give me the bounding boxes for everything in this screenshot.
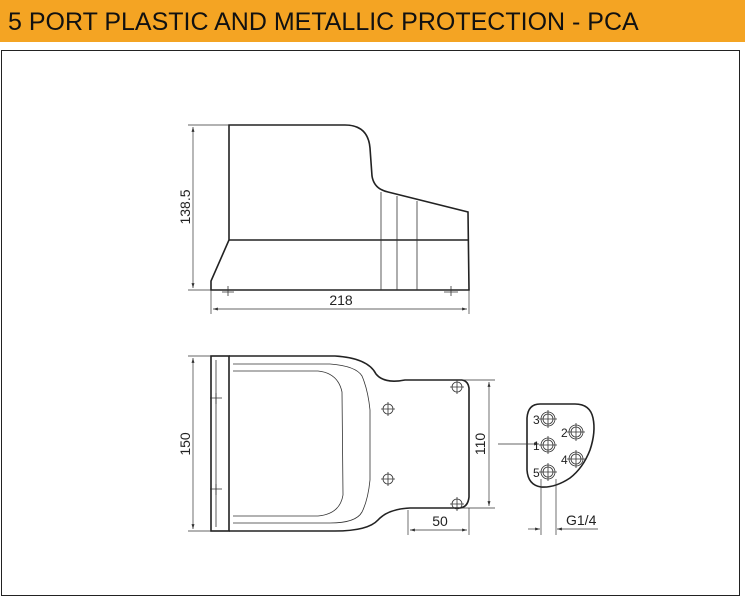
- top-view: 150 110 50: [177, 355, 495, 535]
- top-view-end-plate: [210, 355, 230, 532]
- dim-thread-label: G1/4: [566, 512, 597, 528]
- port-2-label: 2: [561, 426, 568, 440]
- side-view-outline: [210, 124, 470, 291]
- page-title: 5 PORT PLASTIC AND METALLIC PROTECTION -…: [8, 8, 639, 36]
- port-3-label: 3: [533, 413, 540, 427]
- port-2: 2: [561, 423, 585, 441]
- port-4-label: 4: [561, 453, 568, 467]
- port-4: 4: [561, 450, 585, 468]
- port-3: 3: [533, 410, 557, 428]
- dim-width-label: 150: [177, 432, 193, 456]
- mount-hole-top-right: [450, 380, 464, 394]
- side-view-foot-right: [444, 286, 458, 296]
- top-view-outline: [229, 355, 470, 532]
- mount-hole-bottom-right: [450, 497, 464, 511]
- port-1-label: 1: [533, 439, 540, 453]
- mount-hole-top-left: [381, 402, 395, 416]
- dim-offset-label: 50: [432, 513, 448, 529]
- port-detail: 3 2 1 4 5: [498, 403, 598, 535]
- side-view-foot-left: [222, 286, 234, 296]
- title-bar: 5 PORT PLASTIC AND METALLIC PROTECTION -…: [0, 0, 745, 42]
- port-5: 5: [533, 463, 557, 481]
- side-view: 138.5 218: [177, 124, 470, 314]
- mount-hole-bottom-left: [381, 472, 395, 486]
- port-1: 1: [533, 436, 557, 454]
- top-view-plate-mark-bottom: [210, 484, 222, 495]
- dim-spacing-label: 110: [472, 433, 488, 456]
- port-5-label: 5: [533, 466, 540, 480]
- dim-length-label: 218: [329, 292, 353, 308]
- dim-height-label: 138.5: [177, 189, 193, 224]
- drawing-frame: [1, 50, 740, 596]
- top-view-inner-outline: [233, 363, 371, 524]
- port-block-outline: [526, 403, 595, 488]
- top-view-inner-recess: [233, 370, 344, 517]
- top-view-plate-mark-top: [210, 393, 222, 404]
